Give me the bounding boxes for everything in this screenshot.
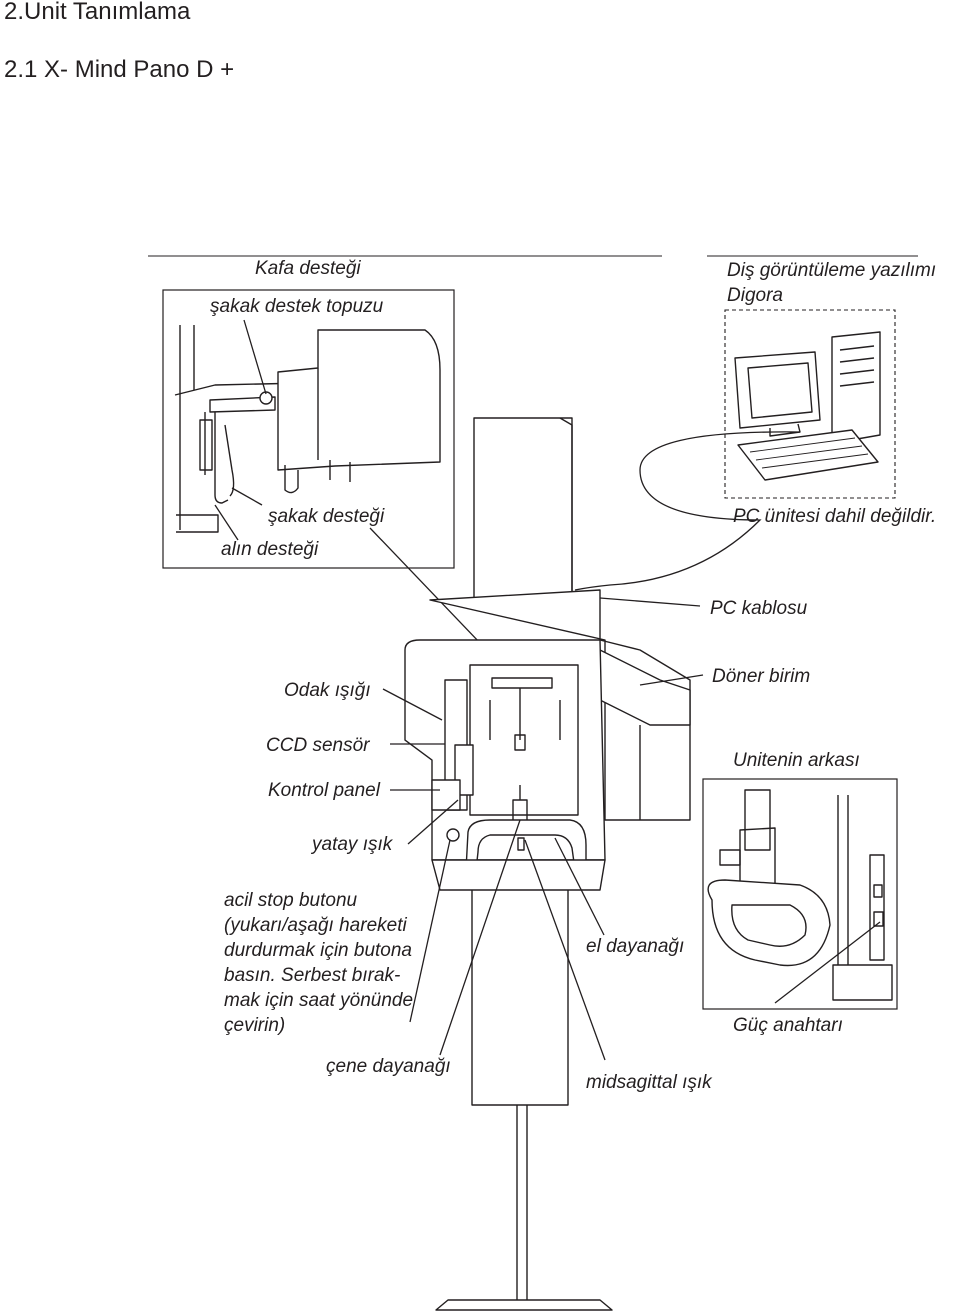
pc-monitor-icon [734,351,821,429]
label-doner-birim: Döner birim [712,666,810,687]
head-support-frame [162,289,455,569]
leader-lines [382,597,704,1061]
acil-stop-line: acil stop butonu [224,890,358,911]
acil-stop-line: (yukarı/aşağı hareketi [224,915,407,936]
label-unitenin-arkasi: Unitenin arkası [733,750,860,771]
emergency-stop-icon [446,828,460,842]
label-el-dayanagi: el dayanağı [586,936,684,957]
label-kafa-destegi: Kafa desteği [255,258,361,279]
label-sakak-destegi: şakak desteği [268,506,385,527]
label-guc-anahtari: Güç anahtarı [733,1015,843,1036]
acil-stop-line: çevirin) [224,1015,285,1036]
label-pc-kablosu: PC kablosu [710,598,808,619]
main-unit [404,417,691,1311]
pc-keyboard-icon [737,429,879,481]
pc-tower-icon [831,331,881,443]
pc-dashed-frame [724,309,896,499]
label-cene-dayanagi: çene dayanağı [326,1056,451,1077]
pc-inset [574,255,918,591]
label-dis-goruntuleme: Diş görüntüleme yazılımı [727,260,936,281]
unit-back-frame [702,778,898,1010]
subsection-heading: 2.1 X- Mind Pano D + [4,56,235,83]
head-support-inset [148,255,662,691]
section-heading: 2.Unit Tanımlama [4,0,191,25]
label-digora: Digora [727,285,783,306]
label-ccd-sensor: CCD sensör [266,735,370,756]
label-midsagittal-isik: midsagittal ışık [586,1072,713,1093]
pc-cable [574,431,801,591]
label-odak-isigi: Odak ışığı [284,680,371,701]
acil-stop-line: basın. Serbest bırak- [224,965,400,986]
label-pc-unitesi: PC ünitesi dahil değildir. [733,506,936,527]
label-alin-destegi: alın desteği [221,539,319,560]
label-kontrol-panel: Kontrol panel [268,780,381,801]
acil-stop-line: durdurmak için butona [224,940,412,961]
unit-back-inset [702,778,898,1010]
acil-stop-line: mak için saat yönünde [224,990,413,1011]
label-acil-stop: acil stop butonu (yukarı/aşağı hareketi … [224,890,413,1036]
label-yatay-isik: yatay ışık [310,834,394,855]
label-sakak-destek-topuzu: şakak destek topuzu [210,296,384,317]
